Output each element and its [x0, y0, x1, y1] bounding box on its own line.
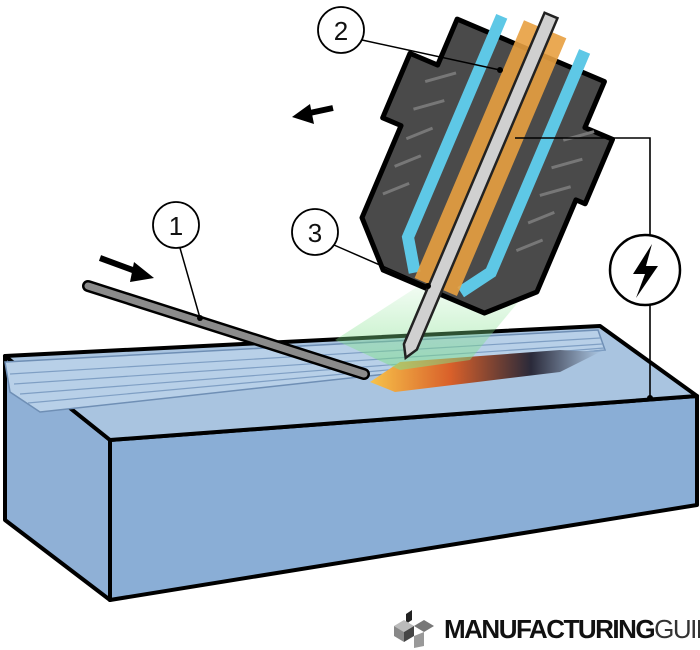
manufacturing-guide-logo: MANUFACTURINGGUIDE [392, 610, 700, 648]
callout-1-label: 1 [169, 211, 183, 241]
gas-channel-left [401, 13, 508, 274]
callout-3: 3 [291, 208, 431, 289]
gas-channel-right [457, 49, 591, 298]
logo-brand-light: GUIDE [654, 613, 700, 644]
callout-1: 1 [152, 201, 203, 321]
welding-torch [359, 11, 616, 361]
callout-2: 2 [317, 6, 503, 73]
filler-rod [82, 280, 370, 380]
cube-logo-icon [394, 610, 434, 648]
callout-3-label: 3 [308, 218, 322, 248]
callout-2-label: 2 [334, 16, 348, 46]
lightning-bolt-icon [633, 244, 658, 298]
arrow-left-icon [292, 104, 334, 124]
arrow-feed-icon [98, 255, 154, 282]
logo-brand-bold: MANUFACTURING [444, 613, 656, 644]
power-circuit [515, 137, 682, 401]
